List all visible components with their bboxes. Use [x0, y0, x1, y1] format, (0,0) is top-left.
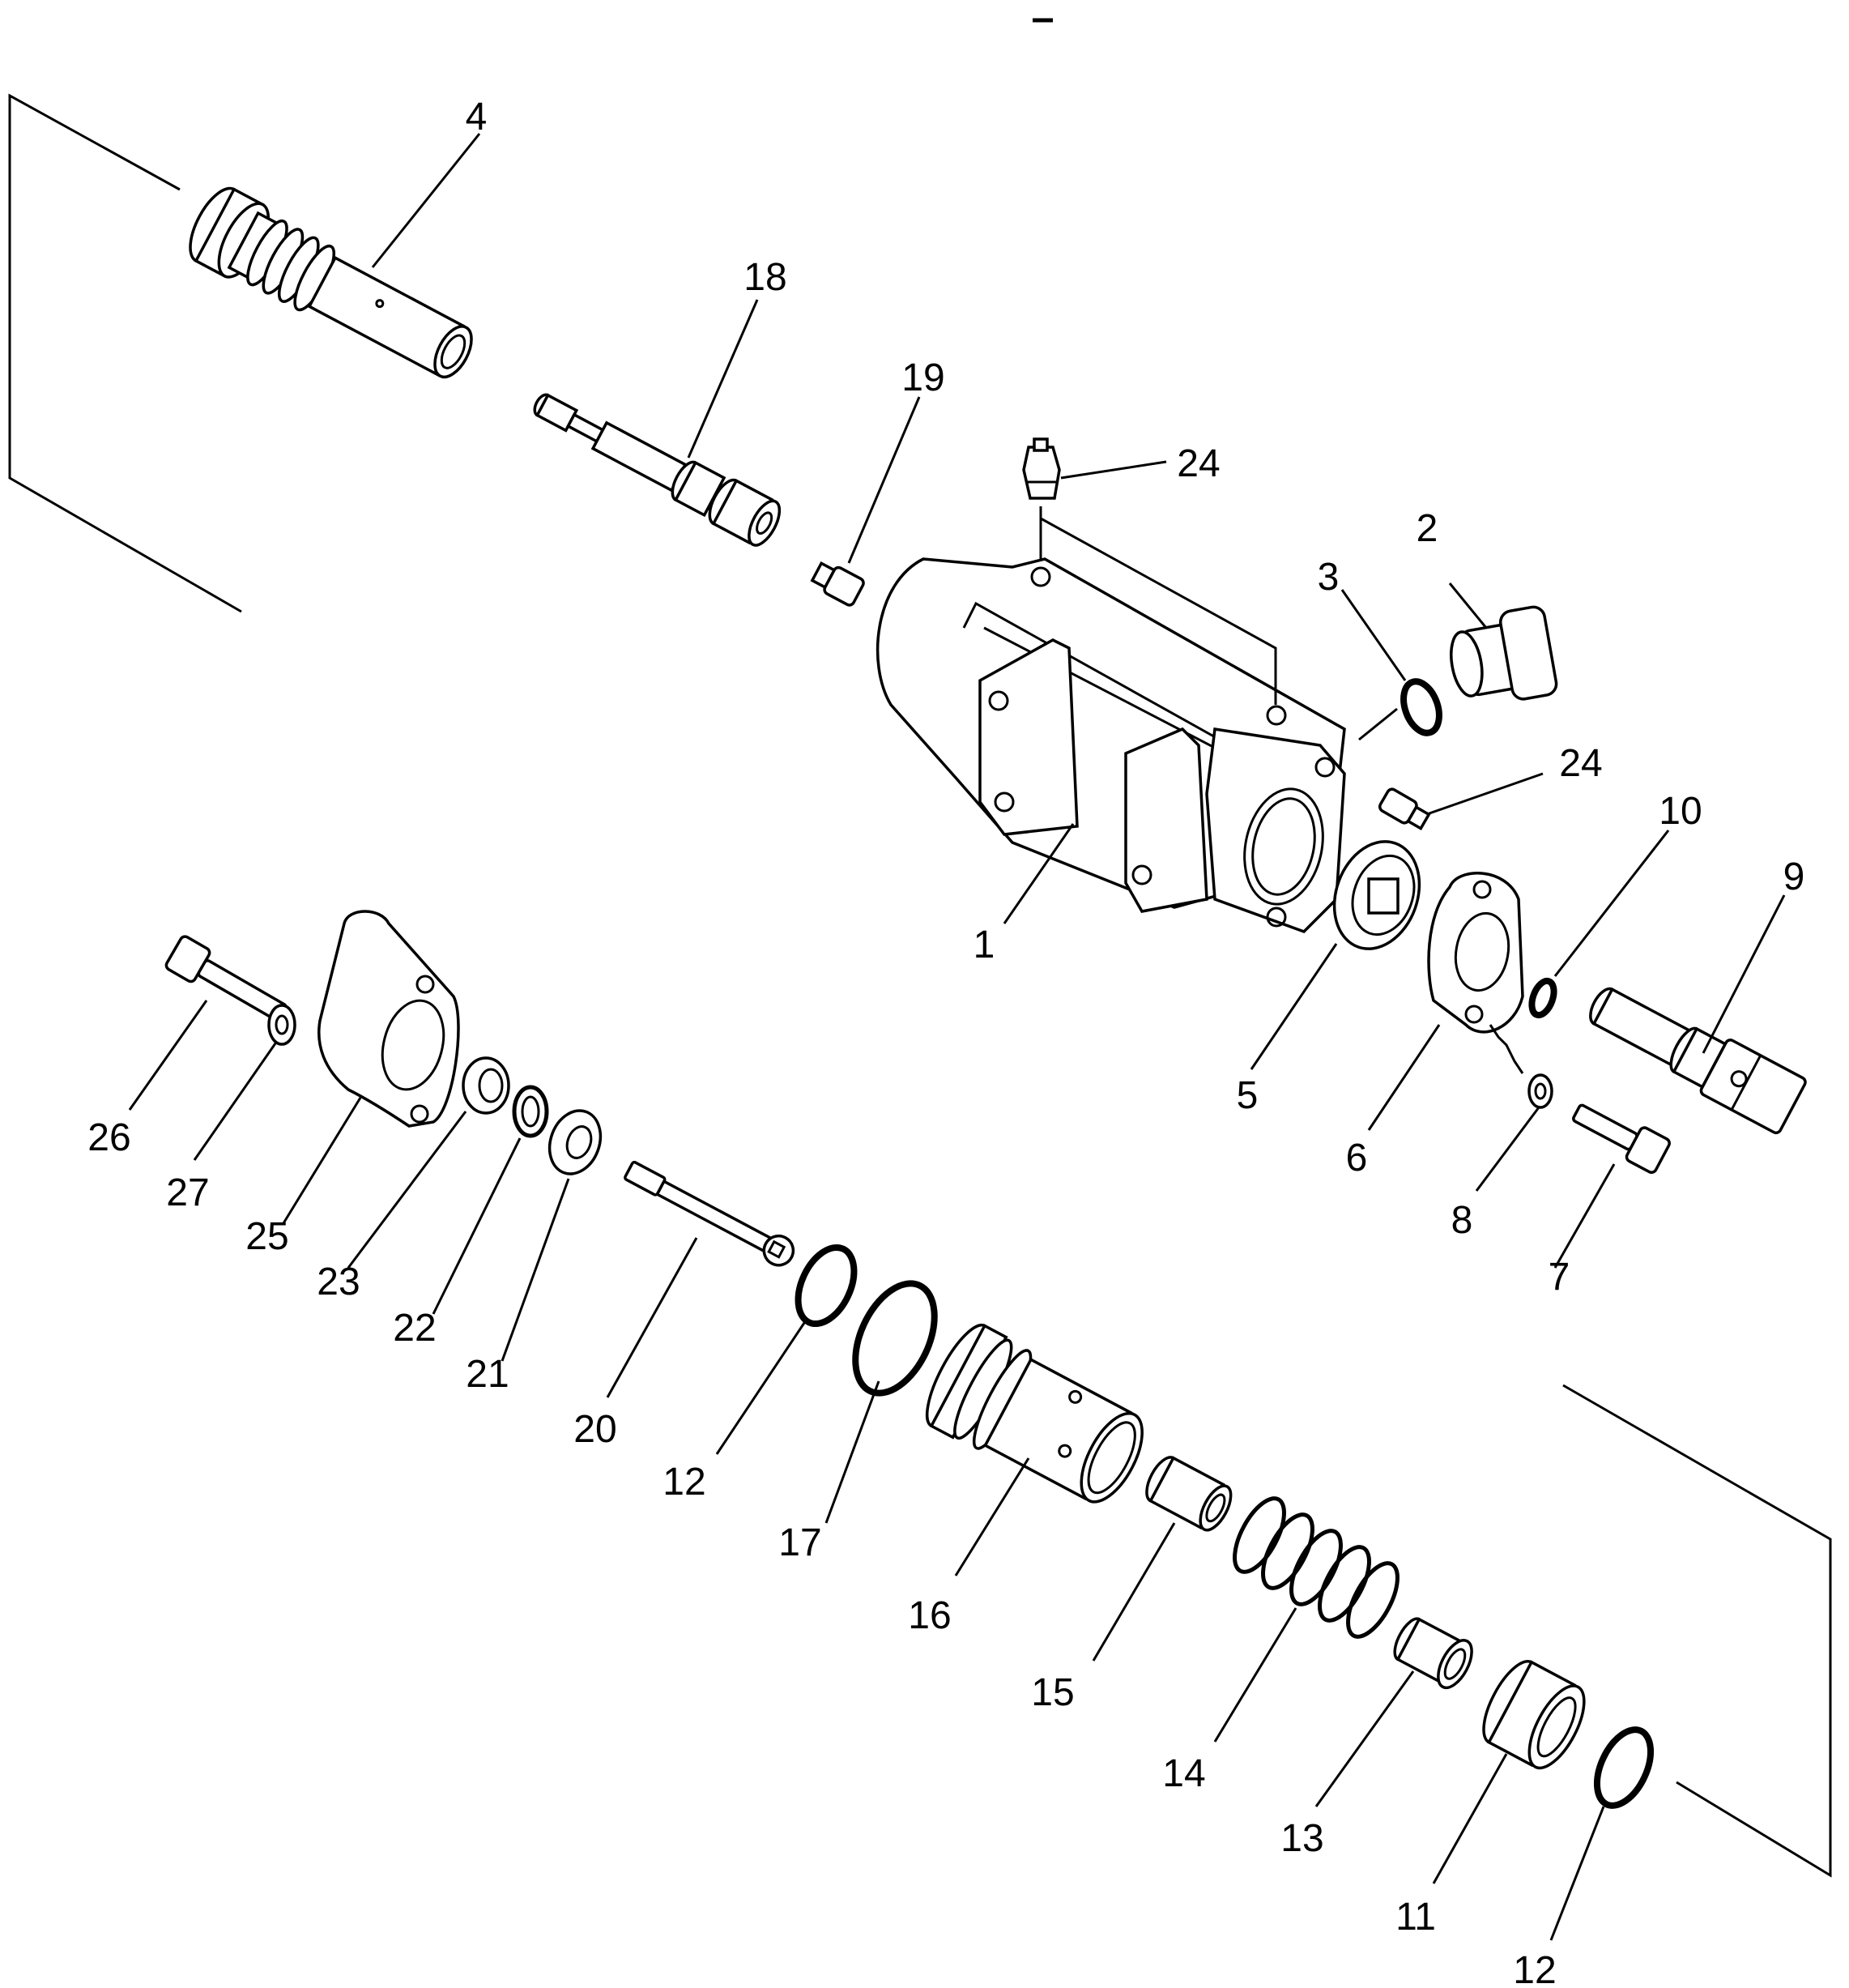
callout-11: 11	[1395, 1896, 1436, 1939]
part-24-nipple-top	[1022, 437, 1061, 500]
callout-2: 2	[1417, 507, 1438, 550]
callout-27: 27	[166, 1171, 209, 1214]
part-24-nipple-side	[1378, 787, 1431, 831]
part-18-spool	[533, 393, 782, 547]
leader-lines	[128, 133, 1786, 1941]
part-13-spacer	[1393, 1617, 1473, 1690]
part-1-valve-body	[876, 506, 1346, 934]
part-14-spring	[1233, 1496, 1400, 1639]
part-26-bolt	[164, 935, 288, 1022]
callout-5: 5	[1237, 1074, 1259, 1117]
part-7-bolt	[1572, 1103, 1671, 1174]
callout-10: 10	[1659, 790, 1702, 833]
callout-6: 6	[1346, 1137, 1368, 1180]
callout-3: 3	[1318, 556, 1340, 599]
part-19-plug	[810, 561, 865, 607]
callout-26: 26	[87, 1116, 130, 1159]
callout-23: 23	[317, 1261, 360, 1303]
part-4-spool-sleeve	[189, 186, 473, 379]
callout-labels: 4 18 19 24 2 3 24 1 10 9 5 6 8 7 26 27 2…	[87, 96, 1804, 1988]
callout-7: 7	[1549, 1256, 1570, 1299]
callout-12-lower: 12	[1513, 1949, 1556, 1988]
callout-14: 14	[1162, 1752, 1205, 1795]
part-25-flange-cover	[317, 910, 460, 1128]
part-9-clevis-rod	[1589, 987, 1807, 1135]
part-17-o-ring	[852, 1280, 938, 1397]
callout-24-side: 24	[1559, 742, 1602, 785]
part-27-washer	[267, 1004, 296, 1046]
part-15-retainer	[1145, 1456, 1233, 1532]
part-22-ring	[512, 1085, 549, 1138]
callout-22: 22	[393, 1307, 436, 1350]
part-8-washer	[1527, 1073, 1553, 1109]
part-12-o-ring-upper	[795, 1244, 858, 1328]
callout-24-top: 24	[1177, 442, 1220, 485]
callout-17: 17	[778, 1521, 821, 1564]
part-20-rod	[624, 1160, 795, 1267]
part-16-sleeve	[925, 1323, 1144, 1504]
part-12-o-ring-lower	[1593, 1726, 1655, 1809]
part-10-o-ring	[1528, 977, 1557, 1019]
callout-16: 16	[908, 1594, 951, 1637]
callout-9: 9	[1783, 855, 1805, 898]
callout-18: 18	[743, 256, 786, 299]
callout-1: 1	[973, 924, 995, 966]
part-11-plug	[1482, 1659, 1586, 1770]
part-6-flange-cover	[1427, 872, 1524, 1074]
frame-lines	[8, 18, 1832, 1878]
part-21-seal	[547, 1109, 603, 1175]
callout-19: 19	[901, 356, 944, 399]
callout-21: 21	[466, 1353, 509, 1396]
callout-4: 4	[466, 96, 488, 139]
callout-12-upper: 12	[662, 1461, 705, 1504]
part-23-seal	[462, 1056, 510, 1115]
callout-8: 8	[1451, 1199, 1473, 1242]
callout-13: 13	[1280, 1817, 1323, 1860]
part-5-seal	[1332, 840, 1421, 950]
callout-15: 15	[1031, 1671, 1074, 1714]
callout-25: 25	[245, 1215, 288, 1258]
part-2-plug	[1450, 605, 1558, 701]
part-3-o-ring	[1400, 678, 1442, 736]
callout-20: 20	[573, 1408, 616, 1451]
